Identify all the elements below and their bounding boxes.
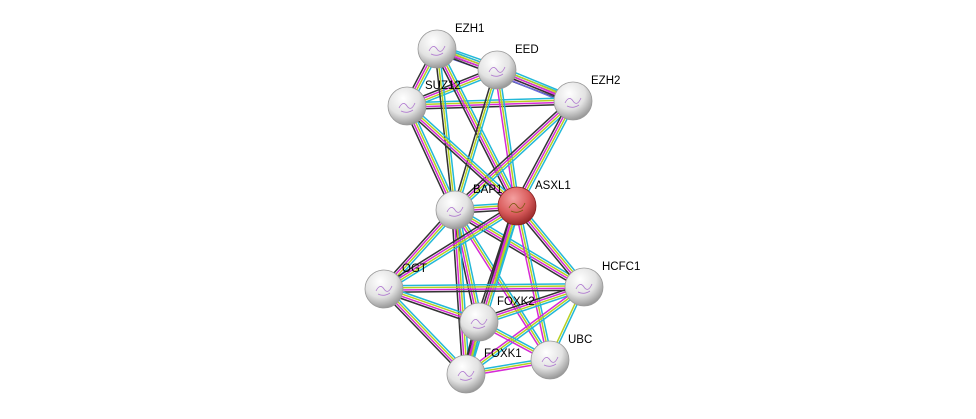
edge-evidence-line bbox=[454, 210, 584, 289]
node-ezh2[interactable]: EZH2 bbox=[553, 75, 620, 121]
edge-evidence-line bbox=[405, 106, 517, 208]
edge-evidence-line bbox=[456, 102, 576, 213]
protein-structure-icon bbox=[398, 102, 416, 113]
node-foxk2[interactable]: FOXK2 bbox=[459, 296, 535, 342]
edge-evidence-line bbox=[455, 208, 585, 287]
edge-EZH2-ASXL1[interactable] bbox=[513, 99, 577, 208]
edge-evidence-line bbox=[519, 102, 577, 208]
edge-evidence-line bbox=[382, 289, 466, 376]
edge-evidence-line bbox=[385, 286, 469, 373]
edge-evidence-line bbox=[407, 103, 574, 111]
edge-evidence-line bbox=[384, 206, 518, 291]
node-foxk1[interactable]: FOXK1 bbox=[446, 348, 522, 394]
edge-evidence-line bbox=[498, 69, 520, 206]
edge-evidence-line bbox=[455, 101, 575, 212]
edge-evidence-line bbox=[438, 48, 458, 210]
node-ezh1[interactable]: EZH1 bbox=[417, 23, 484, 69]
edge-evidence-line bbox=[381, 290, 465, 377]
node-label: EZH2 bbox=[591, 75, 620, 87]
edge-evidence-line bbox=[383, 204, 517, 289]
node-eed[interactable]: EED bbox=[477, 44, 539, 90]
node-label: UBC bbox=[568, 334, 592, 346]
edge-evidence-line bbox=[452, 212, 583, 291]
protein-structure-icon bbox=[457, 370, 475, 381]
edge-evidence-line bbox=[456, 70, 500, 211]
protein-structure-icon bbox=[446, 206, 464, 217]
edge-evidence-line bbox=[496, 69, 518, 207]
edge-evidence-line bbox=[407, 101, 574, 108]
edge-evidence-line bbox=[515, 100, 573, 206]
node-hcfc1[interactable]: HCFC1 bbox=[564, 261, 640, 307]
node-label: HCFC1 bbox=[602, 261, 640, 273]
edge-evidence-line bbox=[516, 205, 551, 361]
protein-structure-icon bbox=[564, 97, 582, 108]
node-bap1[interactable]: BAP1 bbox=[435, 184, 502, 230]
edge-HCFC1-FOXK1[interactable] bbox=[464, 284, 586, 377]
edge-evidence-line bbox=[408, 103, 520, 205]
node-label: OGT bbox=[402, 263, 427, 275]
edge-evidence-line bbox=[433, 50, 515, 208]
protein-structure-icon bbox=[541, 356, 559, 367]
node-label: EED bbox=[515, 44, 539, 56]
edge-evidence-line bbox=[452, 69, 496, 210]
edge-evidence-line bbox=[384, 287, 468, 374]
node-label: ASXL1 bbox=[535, 180, 571, 192]
protein-structure-icon bbox=[428, 45, 446, 56]
edge-evidence-line bbox=[383, 282, 584, 287]
edge-evidence-line bbox=[517, 101, 575, 207]
edge-evidence-line bbox=[454, 69, 498, 211]
protein-structure-icon bbox=[575, 283, 593, 294]
node-ogt[interactable]: OGT bbox=[364, 263, 427, 309]
edge-evidence-line bbox=[464, 284, 584, 373]
edge-evidence-line bbox=[514, 206, 549, 361]
protein-structure-icon bbox=[488, 66, 506, 77]
edge-evidence-line bbox=[384, 287, 585, 291]
edge-ASXL1-UBC[interactable] bbox=[514, 205, 553, 361]
edge-evidence-line bbox=[381, 202, 516, 287]
node-asxl1[interactable]: ASXL1 bbox=[497, 180, 571, 226]
edge-evidence-line bbox=[435, 49, 517, 207]
edge-EZH2-BAP1[interactable] bbox=[452, 98, 576, 213]
edge-evidence-line bbox=[494, 70, 516, 207]
edge-evidence-line bbox=[513, 99, 571, 205]
edge-evidence-line bbox=[452, 98, 572, 209]
edge-OGT-FOXK1[interactable] bbox=[381, 286, 469, 377]
edge-evidence-line bbox=[456, 206, 587, 285]
edge-evidence-line bbox=[436, 48, 456, 211]
protein-structure-icon bbox=[375, 285, 393, 296]
edge-ASXL1-OGT[interactable] bbox=[381, 202, 520, 293]
edge-evidence-line bbox=[518, 205, 553, 360]
edge-evidence-line bbox=[465, 286, 585, 375]
node-label: FOXK2 bbox=[497, 296, 535, 308]
edge-evidence-line bbox=[384, 289, 585, 294]
protein-structure-icon bbox=[470, 318, 488, 329]
edge-evidence-line bbox=[404, 107, 516, 209]
edge-evidence-line bbox=[383, 285, 584, 289]
edge-OGT-HCFC1[interactable] bbox=[383, 282, 585, 294]
protein-structure-icon bbox=[508, 202, 526, 213]
node-suz12[interactable]: SUZ12 bbox=[387, 80, 461, 126]
node-label: SUZ12 bbox=[425, 80, 461, 92]
edge-evidence-line bbox=[385, 208, 520, 293]
edge-evidence-line bbox=[434, 49, 454, 211]
edge-EED-ASXL1[interactable] bbox=[494, 69, 520, 207]
node-label: BAP1 bbox=[473, 184, 502, 196]
edge-BAP1-HCFC1[interactable] bbox=[452, 206, 587, 291]
edge-evidence-line bbox=[407, 104, 519, 206]
edge-EED-BAP1[interactable] bbox=[452, 69, 500, 211]
edge-EZH1-BAP1[interactable] bbox=[434, 48, 458, 211]
edge-evidence-line bbox=[466, 288, 586, 377]
node-ubc[interactable]: UBC bbox=[530, 334, 592, 380]
edge-SUZ12-ASXL1[interactable] bbox=[404, 103, 520, 209]
node-label: EZH1 bbox=[455, 23, 484, 35]
edge-evidence-line bbox=[453, 99, 573, 210]
node-label: FOXK1 bbox=[484, 348, 522, 360]
